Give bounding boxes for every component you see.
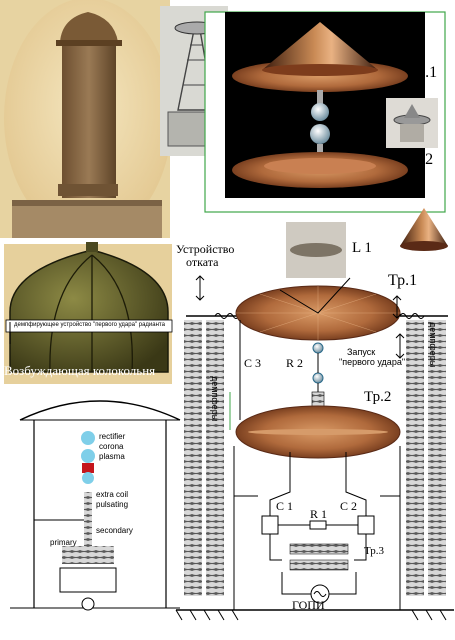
label-launch: Запуск "первого удара" (339, 347, 405, 367)
tr3-primary (289, 543, 349, 555)
right-coil-inner (406, 320, 424, 596)
left-coil-inner (206, 320, 224, 596)
brick-tower (62, 38, 116, 198)
label-tr2-top: Тр.2 (404, 151, 434, 168)
sketch-label-primary: primary (50, 538, 77, 547)
sketch-label-pulsating: pulsating (96, 500, 129, 509)
left-spring (214, 313, 240, 319)
main-wiring (233, 320, 401, 610)
rollback-arrows (195, 275, 205, 301)
dome-damper-caption: демпфирующее устройство "первого удара" … (14, 322, 165, 328)
label-r1: R 1 (310, 507, 328, 521)
label-l1-top: L 1 (344, 27, 367, 46)
main-disc-tr2-band (248, 429, 388, 435)
label-r2-main: R 2 (286, 356, 304, 370)
bottom-disc-boss (264, 158, 376, 174)
label-tr3: Тр.3 (364, 545, 385, 557)
dome-title: Возбуждающая колокольня (4, 363, 156, 378)
main-disc-tr1-rays (236, 286, 400, 340)
bottom-post (317, 144, 323, 156)
label-dampers-right: демпферы (428, 322, 438, 368)
label-launch-line1: Запуск (347, 347, 376, 357)
inset-photo-cone (404, 104, 420, 118)
small-cone-l1 (400, 208, 448, 246)
tower-base-building (12, 200, 162, 238)
resistor-r1 (309, 520, 327, 530)
label-dampers-left: демпферы (210, 376, 220, 422)
inset-photo-base (400, 124, 424, 142)
label-l1-main: L 1 (352, 240, 372, 256)
sketch-sphere-plasma (82, 472, 94, 484)
label-rollback-line1: Устройство (176, 242, 235, 256)
label-c1: С 1 (276, 499, 294, 513)
sketch-label-corona: corona (99, 442, 124, 451)
sketch-sphere-corona (81, 449, 95, 463)
label-tr1-top: Тр.1 (408, 64, 438, 81)
label-rollback-line2: отката (186, 255, 219, 269)
label-c3: С 3 (244, 356, 262, 370)
left-coil-outer (184, 320, 202, 596)
tower-cornice (56, 40, 122, 46)
sketch-sphere-rectifier (81, 431, 95, 445)
sketch-plasma-block (82, 463, 94, 473)
tower-top-photo-disc (290, 243, 342, 257)
sketch-primary-circuit (59, 567, 117, 593)
tr1-leadin (279, 277, 351, 314)
sketch-extra-coil (84, 492, 92, 546)
dome-finial (86, 242, 98, 252)
label-launch-line2: "первого удара" (339, 357, 406, 367)
sketch-label-extra-coil: extra coil (96, 490, 129, 499)
sketch-label-rectifier: rectifier (99, 432, 126, 441)
ground-hatch (175, 609, 447, 621)
tr1-right-arrows (392, 295, 402, 319)
lower-sphere (310, 124, 330, 144)
label-tr2-main: Тр.2 (364, 389, 392, 405)
capacitor-c1 (261, 515, 279, 535)
launch-arrows (395, 333, 405, 359)
top-cone-rim (262, 64, 378, 76)
capacitor-c2 (357, 515, 375, 535)
sketch-label-plasma: plasma (99, 452, 125, 461)
tower-roofline (12, 200, 162, 206)
r2-sphere-top (312, 342, 324, 354)
right-spring (399, 313, 425, 319)
dome-ribs (49, 254, 133, 373)
label-gopi: ГОПИ (292, 598, 325, 612)
sketch-primary-coil (62, 556, 114, 564)
tower-cupola (60, 12, 118, 42)
sketch-canopy (19, 400, 181, 421)
right-coil-outer (428, 320, 446, 596)
label-rollback: Устройство отката (176, 243, 234, 269)
label-c2: С 2 (340, 499, 358, 513)
label-r2-top: R 2 (282, 114, 302, 129)
small-cone-base (400, 241, 448, 251)
sketch-secondary-coil (62, 546, 114, 556)
r2-sphere-bottom (312, 372, 324, 384)
label-tr1-main: Тр.1 (388, 272, 418, 289)
gopi-sine-icon (313, 591, 327, 597)
dome-damper-strip (5, 319, 173, 333)
upper-sphere (311, 103, 329, 121)
tower-band (58, 184, 118, 196)
top-cone-l1 (262, 22, 378, 70)
tr3-secondary (289, 559, 349, 571)
sketch-label-secondary: secondary (96, 526, 133, 535)
top-post (317, 90, 323, 104)
sketch-generator (81, 597, 95, 611)
